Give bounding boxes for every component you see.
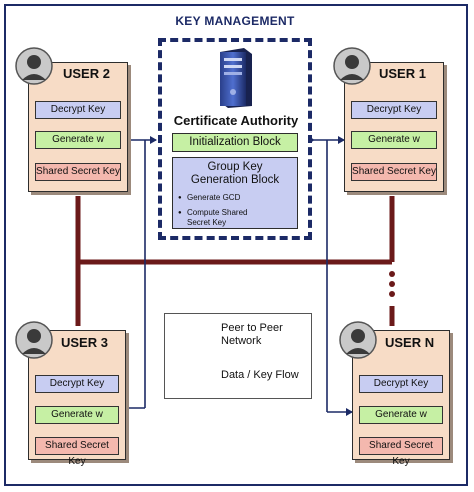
group-block-title-line1: Group Key [207, 161, 263, 173]
diagram-title: KEY MANAGEMENT [175, 14, 295, 28]
decrypt-key-block: Decrypt Key [351, 101, 437, 119]
user-1-panel: USER 1 Decrypt Key Generate w Shared Sec… [344, 62, 444, 192]
initialization-block: Initialization Block [172, 133, 298, 152]
user-avatar-icon [339, 321, 377, 359]
server-icon [220, 48, 252, 108]
user-avatar-icon [15, 321, 53, 359]
generate-w-block: Generate w [359, 406, 443, 424]
bullet-text: Compute Shared [187, 208, 248, 217]
shared-secret-key-block: Shared Secret Key [35, 163, 121, 181]
bullet-compute-shared-key: Compute Shared Secret Key [178, 208, 248, 228]
shared-secret-key-block: Shared Secret Key [351, 163, 437, 181]
user-3-panel: USER 3 Decrypt Key Generate w Shared Sec… [28, 330, 126, 467]
group-block-title: Group Key Generation Block [173, 161, 297, 187]
decrypt-key-block: Decrypt Key [359, 375, 443, 393]
user-avatar-icon [15, 47, 53, 85]
decrypt-key-block: Decrypt Key [35, 101, 121, 119]
user-label: USER N [385, 335, 435, 350]
user-2-panel: USER 2 Decrypt Key Generate w Shared Sec… [28, 62, 128, 192]
legend: Peer to Peer Network Data / Key Flow [164, 313, 312, 399]
bullet-text: Generate GCD [187, 193, 241, 202]
user-avatar-icon [333, 47, 371, 85]
legend-flow-label: Data / Key Flow [221, 369, 299, 381]
legend-p2p-label: Peer to Peer Network [221, 322, 283, 348]
shared-secret-key-block: Shared Secret Key [359, 437, 443, 467]
generate-w-block: Generate w [35, 131, 121, 149]
generate-w-block: Generate w [351, 131, 437, 149]
user-label: USER 1 [379, 66, 426, 81]
user-label: USER 2 [63, 66, 110, 81]
group-block-title-line2: Generation Block [190, 174, 280, 186]
generate-w-block: Generate w [35, 406, 119, 424]
data-flow-lines [120, 136, 353, 416]
legend-p2p-line1: Peer to Peer [221, 322, 283, 334]
peer-network-lines [75, 196, 395, 326]
legend-p2p-line2: Network [221, 335, 262, 347]
bullet-generate-gcd: Generate GCD [178, 193, 241, 203]
bullet-text-cont: Secret Key [187, 218, 227, 227]
user-label: USER 3 [61, 335, 108, 350]
decrypt-key-block: Decrypt Key [35, 375, 119, 393]
network-continuation-dots [389, 271, 395, 297]
shared-secret-key-block: Shared Secret Key [35, 437, 119, 467]
ca-title: Certificate Authority [173, 113, 299, 128]
group-key-generation-block: Group Key Generation Block Generate GCD … [172, 157, 298, 229]
user-n-panel: USER N Decrypt Key Generate w Shared Sec… [352, 330, 450, 467]
